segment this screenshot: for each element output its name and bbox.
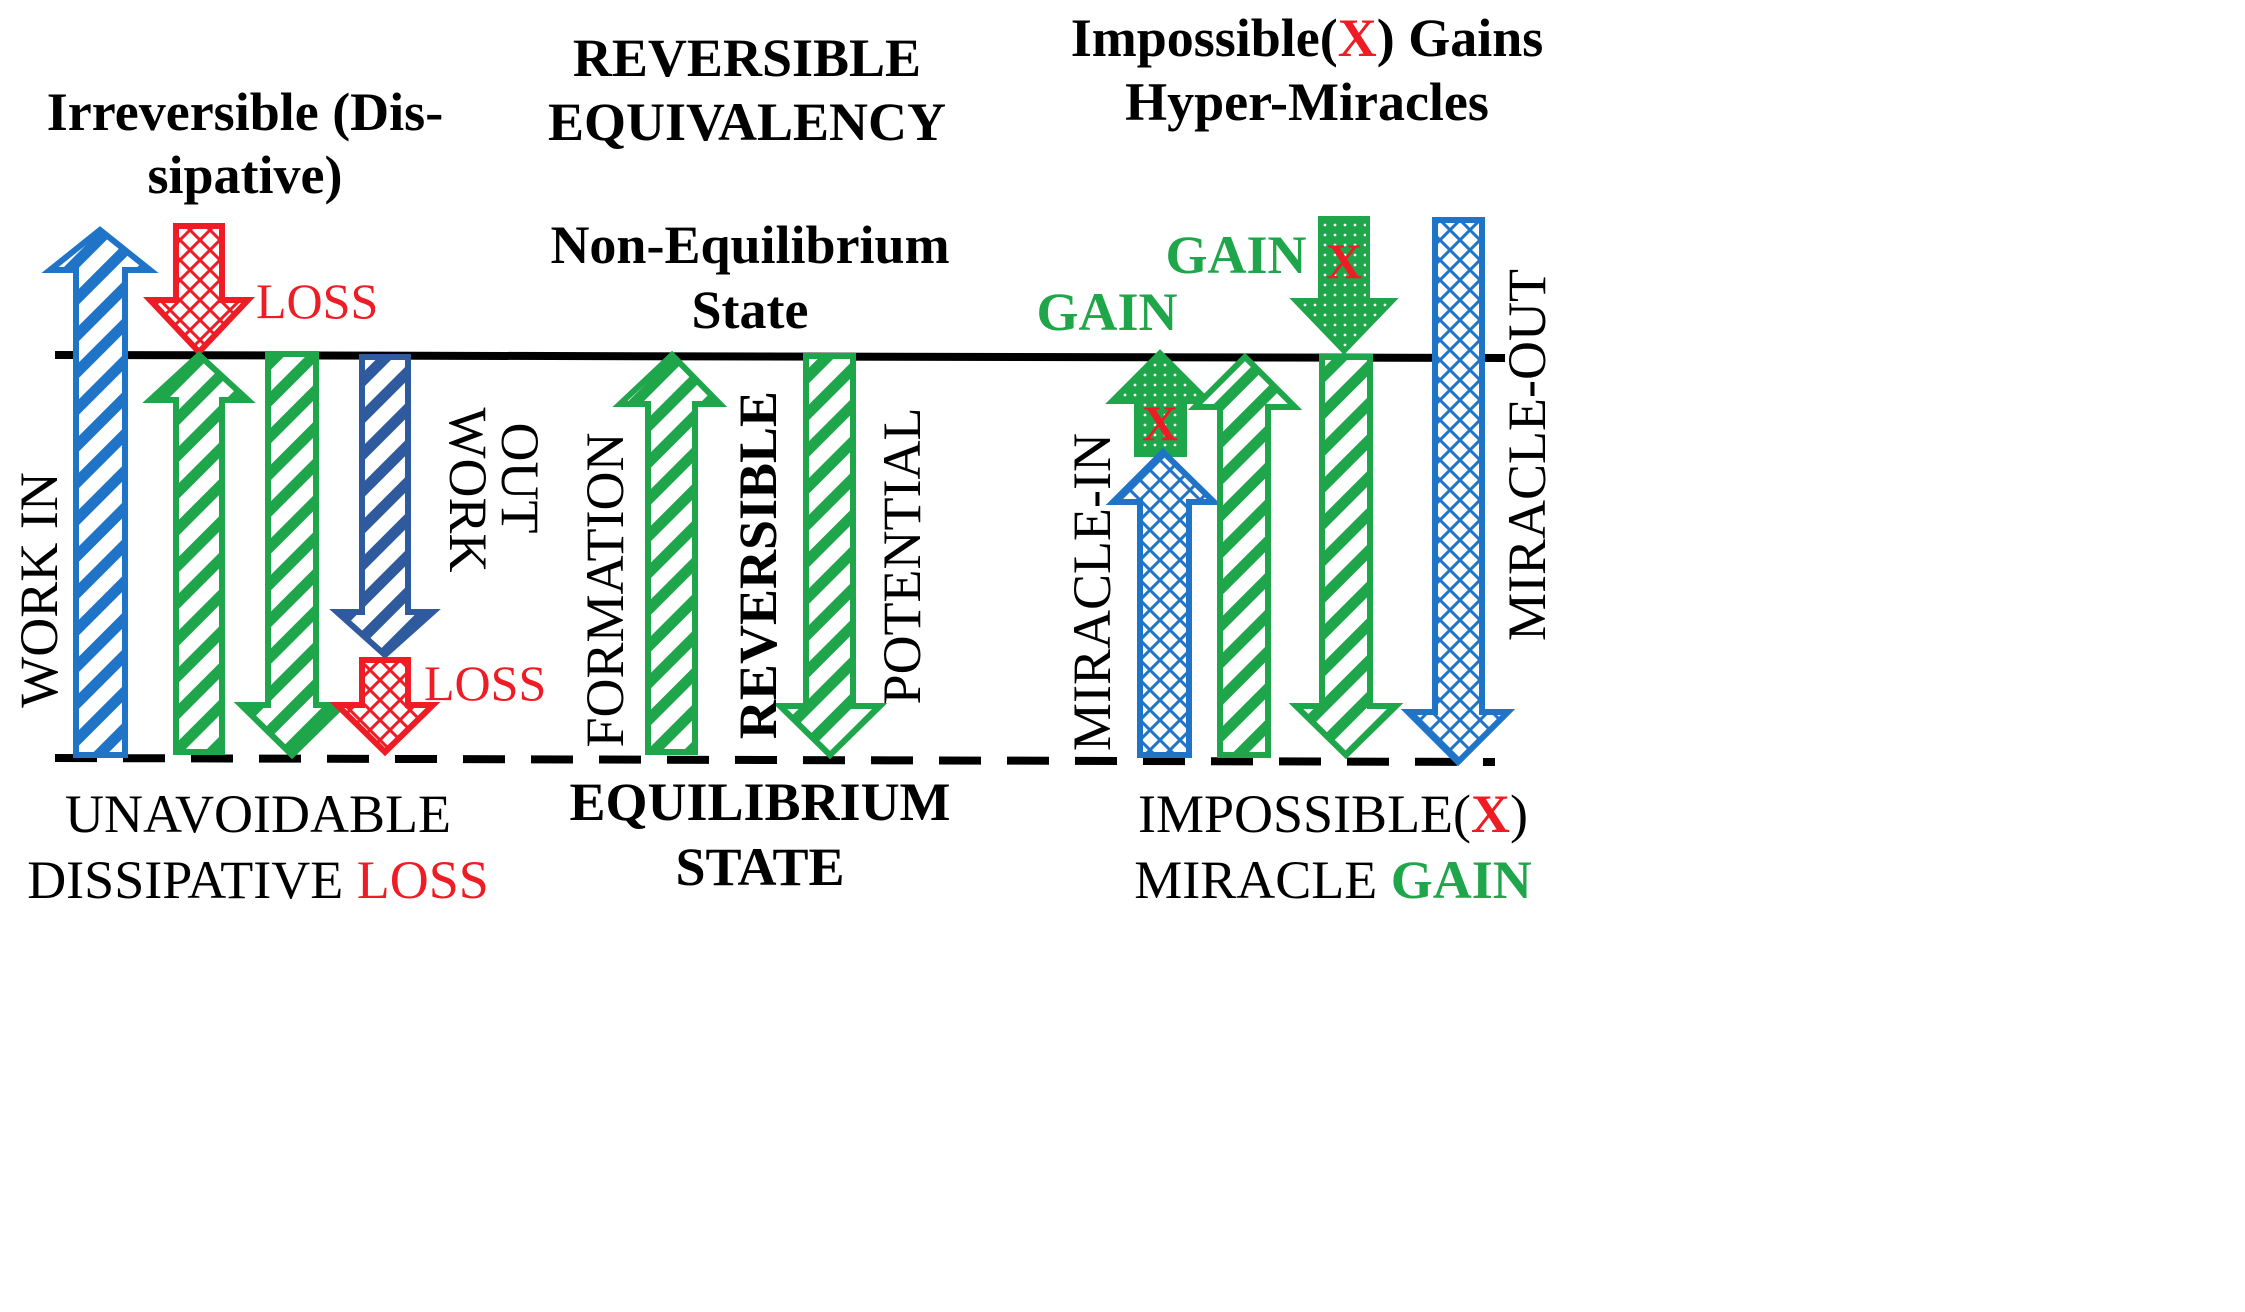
unavoidable-footer-line2: DISSIPATIVE LOSS	[27, 850, 489, 910]
nonequilibrium-label-line2: State	[692, 280, 809, 340]
potential-label: POTENTIAL	[872, 408, 932, 705]
loss-bottom-arrow	[329, 657, 441, 757]
impossible-footer: IMPOSSIBLE(X)	[1138, 784, 1528, 844]
work-out-arrow	[329, 354, 441, 660]
miracle-in-arrow	[1105, 447, 1222, 758]
green-down-arrow-right	[1288, 354, 1404, 760]
gain-impossible-up-arrow	[1105, 349, 1215, 457]
reversible-heading-line1: REVERSIBLE	[573, 28, 921, 88]
miracle-gain-footer: MIRACLE GAIN	[1134, 850, 1532, 910]
loss-top-arrow	[143, 223, 255, 357]
hyper-miracles-heading: Hyper-Miracles	[1125, 72, 1489, 132]
miracle-out-label: MIRACLE-OUT	[1497, 269, 1557, 641]
gain-right-label: GAIN	[1165, 225, 1306, 285]
formation-arrow	[612, 350, 728, 755]
x-mark-up-arrow: X	[1142, 395, 1178, 451]
work-out-label-line1: WORK	[438, 408, 498, 573]
x-mark-down-arrow: X	[1326, 233, 1362, 289]
green-up-arrow-left	[142, 350, 256, 755]
green-down-arrow-left	[233, 351, 351, 760]
gain-impossible-down-arrow	[1289, 216, 1399, 355]
loss-bottom-label: LOSS	[424, 655, 546, 711]
nonequilibrium-label-line1: Non-Equilibrium	[550, 215, 949, 275]
equilibrium-line	[54, 754, 1496, 766]
equilibrium-label-line1: EQUILIBRIUM	[569, 772, 950, 832]
reversible-heading-line2: EQUIVALENCY	[548, 92, 946, 152]
formation-label: FORMATION	[575, 432, 635, 747]
work-in-label: WORK IN	[9, 472, 69, 707]
impossible-heading: Impossible(X) Gains	[1071, 8, 1544, 68]
gain-left-label: GAIN	[1036, 282, 1177, 342]
irreversible-heading-line1: Irreversible (Dis-	[47, 82, 443, 142]
potential-arrow	[772, 353, 888, 760]
equilibrium-label-line2: STATE	[675, 837, 844, 897]
reversible-label: REVERSIBLE	[728, 391, 788, 739]
unavoidable-footer-line1: UNAVOIDABLE	[65, 784, 451, 844]
work-in-arrow	[41, 226, 159, 758]
green-up-arrow-right	[1187, 352, 1303, 758]
loss-top-label: LOSS	[256, 273, 378, 329]
miracle-in-label: MIRACLE-IN	[1062, 433, 1122, 751]
work-out-label-line2: OUT	[490, 423, 550, 534]
miracle-out-arrow	[1400, 217, 1516, 767]
irreversible-heading-line2: sipative)	[148, 145, 343, 205]
